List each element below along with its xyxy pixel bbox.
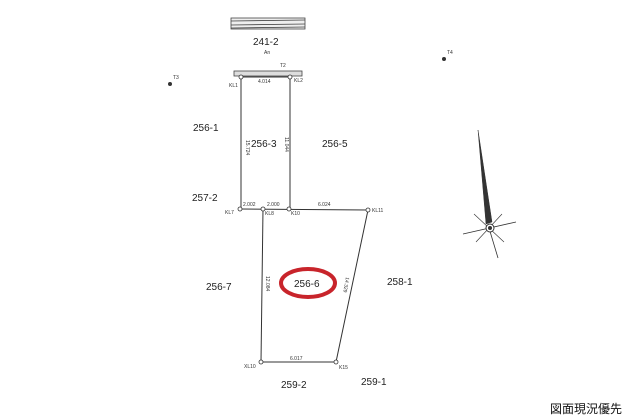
dim-bottom: 6.017: [290, 356, 303, 362]
point-t4: T4: [447, 50, 453, 56]
dim-top: 4.014: [258, 79, 271, 85]
road-hatch: [230, 17, 306, 30]
top-band: [233, 70, 303, 77]
boundary-lines: [240, 76, 369, 363]
point-xl10: XL10: [244, 364, 256, 370]
lot-256-6: 256-6: [294, 279, 320, 290]
highlight-ellipse: [279, 267, 337, 299]
dim-right: 14.329: [341, 277, 350, 293]
note-drawing-priority: 図面現況優先: [549, 402, 622, 416]
lot-258-1: 258-1: [387, 277, 413, 288]
road-sub-label: An: [264, 50, 270, 56]
point-k10: K10: [291, 211, 300, 217]
lot-241-2: 241-2: [253, 37, 279, 48]
point-kl11: KL11: [372, 208, 384, 214]
dim-mid: 11.044: [283, 137, 289, 152]
dim-left: 15.724: [244, 140, 250, 156]
dim-inner-left: 12.084: [264, 276, 270, 292]
point-kl8: KL8: [265, 211, 274, 217]
point-t3: T3: [173, 75, 179, 81]
dim-seg3: 6.024: [318, 202, 331, 208]
point-k15: K15: [339, 365, 348, 371]
lot-256-1: 256-1: [193, 123, 219, 134]
lot-259-1: 259-1: [361, 377, 387, 388]
lot-256-7: 256-7: [206, 282, 232, 293]
point-t2: T2: [280, 63, 286, 69]
survey-points: [237, 74, 371, 365]
lot-256-3: 256-3: [251, 139, 277, 150]
point-kl2: KL2: [294, 78, 303, 84]
lot-256-5: 256-5: [322, 139, 348, 150]
dim-seg1: 2.002: [243, 202, 256, 208]
lot-257-2: 257-2: [192, 193, 218, 204]
control-points: [168, 57, 446, 86]
lot-259-2: 259-2: [281, 380, 307, 391]
dim-seg2: 2.000: [267, 202, 280, 208]
point-kl1: KL1: [229, 83, 238, 89]
point-kl7: KL7: [225, 210, 234, 216]
north-arrow-icon: [462, 129, 517, 259]
